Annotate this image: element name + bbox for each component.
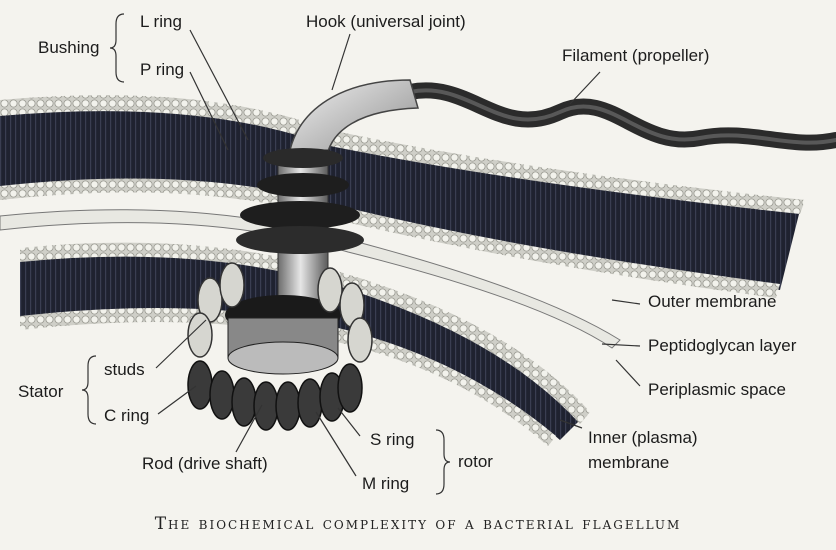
label-m-ring: M ring — [362, 474, 409, 494]
label-inner-membrane-line1: Inner (plasma) — [588, 428, 698, 448]
label-hook: Hook (universal joint) — [306, 12, 466, 32]
filament-shape — [410, 90, 836, 142]
label-peptidoglycan-layer: Peptidoglycan layer — [648, 336, 796, 356]
label-l-ring: L ring — [140, 12, 182, 32]
label-c-ring: C ring — [104, 406, 149, 426]
figure-caption: The biochemical complexity of a bacteria… — [0, 514, 836, 534]
label-inner-membrane-line2: membrane — [588, 453, 669, 473]
label-rotor: rotor — [458, 452, 493, 472]
label-rod: Rod (drive shaft) — [142, 454, 268, 474]
label-bushing: Bushing — [38, 38, 99, 58]
label-periplasmic-space: Periplasmic space — [648, 380, 786, 400]
label-filament: Filament (propeller) — [562, 46, 709, 66]
label-studs: studs — [104, 360, 145, 380]
label-outer-membrane: Outer membrane — [648, 292, 777, 312]
label-p-ring: P ring — [140, 60, 184, 80]
label-s-ring: S ring — [370, 430, 414, 450]
label-stator: Stator — [18, 382, 63, 402]
